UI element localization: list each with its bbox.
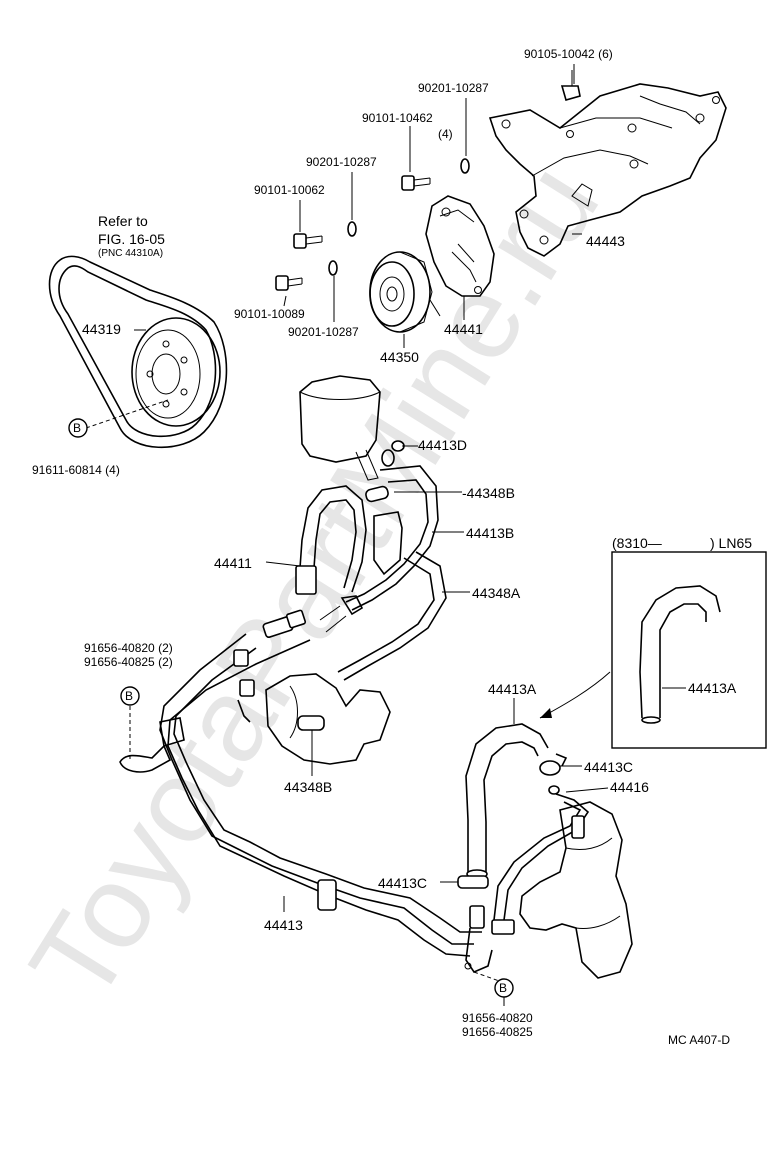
pipe-44416[interactable] (493, 785, 590, 921)
label-90101-10462-qty: (4) (438, 127, 453, 141)
callout-b-tube[interactable]: B (120, 686, 140, 706)
label-91656-40825[interactable]: 91656-40825 (462, 1025, 533, 1039)
hose-44348B-bottom[interactable] (297, 715, 325, 731)
return-hose-44413A[interactable] (465, 723, 549, 879)
inset-title-right: ) LN65 (710, 535, 752, 551)
refer-note-line2[interactable]: FIG. 16-05 (98, 231, 165, 247)
washer-90201-a[interactable] (460, 158, 470, 174)
callout-b-belt-letter: B (73, 421, 81, 435)
callout-b-tube-letter: B (125, 689, 133, 703)
pressure-hose-44411[interactable] (295, 485, 367, 595)
label-90201-10287-a[interactable]: 90201-10287 (418, 81, 489, 95)
label-44413[interactable]: 44413 (264, 917, 303, 933)
callout-b-gear[interactable]: B (494, 978, 514, 998)
label-44411[interactable]: 44411 (214, 555, 252, 571)
label-44348B-bottom[interactable]: 44348B (284, 779, 332, 795)
diagram-code: MC A407-D (668, 1033, 730, 1047)
label-44413C-top[interactable]: 44413C (584, 759, 633, 775)
label-90105-10042[interactable]: 90105-10042 (6) (524, 47, 613, 61)
reservoir[interactable] (299, 375, 381, 481)
label-44413C-bottom[interactable]: 44413C (378, 875, 427, 891)
label-44416[interactable]: 44416 (610, 779, 649, 795)
fitting-cluster[interactable] (262, 595, 364, 639)
bolt-90101-c[interactable] (275, 275, 303, 291)
label-44348A[interactable]: 44348A (472, 585, 521, 601)
hose-44348A[interactable] (337, 551, 447, 681)
bolt-90101-b[interactable] (293, 233, 323, 249)
label-90101-10089[interactable]: 90101-10089 (234, 307, 305, 321)
hose-44348B-top[interactable] (365, 485, 389, 503)
label-90201-10287-b[interactable]: 90201-10287 (306, 155, 377, 169)
return-hose-44413B[interactable] (345, 465, 439, 611)
label-44443[interactable]: 44443 (586, 233, 625, 249)
pump-body-tube[interactable] (373, 511, 403, 576)
label-inset-44413A[interactable]: 44413A (688, 680, 737, 696)
steering-gear-housing[interactable] (519, 801, 633, 979)
label-90201-10287-c[interactable]: 90201-10287 (288, 325, 359, 339)
refer-note-line1: Refer to (98, 213, 148, 229)
label-91656-40820-2[interactable]: 91656-40820 (2) (84, 641, 173, 655)
label-44348B-top[interactable]: -44348B (462, 485, 515, 501)
label-44413B[interactable]: 44413B (466, 525, 514, 541)
washer-90201-c[interactable] (328, 260, 338, 276)
inset-title-left: (8310— (612, 535, 662, 551)
label-91611-60814[interactable]: 91611-60814 (4) (32, 463, 120, 477)
callout-b-belt[interactable]: B (68, 418, 88, 438)
label-44413D[interactable]: 44413D (418, 437, 467, 453)
bolt-90105[interactable] (560, 70, 581, 101)
steering-gear-body[interactable] (265, 673, 391, 765)
washer-90201-b[interactable] (347, 221, 357, 237)
label-90101-10062[interactable]: 90101-10062 (254, 183, 325, 197)
label-44441[interactable]: 44441 (444, 321, 483, 337)
inset-box (611, 551, 767, 749)
refer-note-line3: (PNC 44310A) (98, 248, 163, 259)
pump-pulley-44350[interactable] (369, 251, 441, 333)
clamp-44413C-bottom[interactable] (448, 875, 489, 889)
clamp-44413C-top[interactable] (539, 753, 568, 776)
label-44319[interactable]: 44319 (82, 321, 121, 337)
lower-fitting-cluster[interactable] (464, 905, 515, 973)
bracket-44443[interactable] (488, 83, 727, 257)
drive-belt-44319[interactable] (48, 255, 228, 449)
callout-b-gear-letter: B (499, 981, 507, 995)
label-44350[interactable]: 44350 (380, 349, 419, 365)
label-91656-40820[interactable]: 91656-40820 (462, 1011, 533, 1025)
label-90101-10462[interactable]: 90101-10462 (362, 111, 433, 125)
pump-bracket-44441[interactable] (425, 195, 495, 297)
label-44413A[interactable]: 44413A (488, 681, 537, 697)
bolt-90101-a[interactable] (401, 175, 431, 191)
tube-assembly-44413[interactable] (119, 633, 482, 957)
label-91656-40825-2[interactable]: 91656-40825 (2) (84, 655, 173, 669)
